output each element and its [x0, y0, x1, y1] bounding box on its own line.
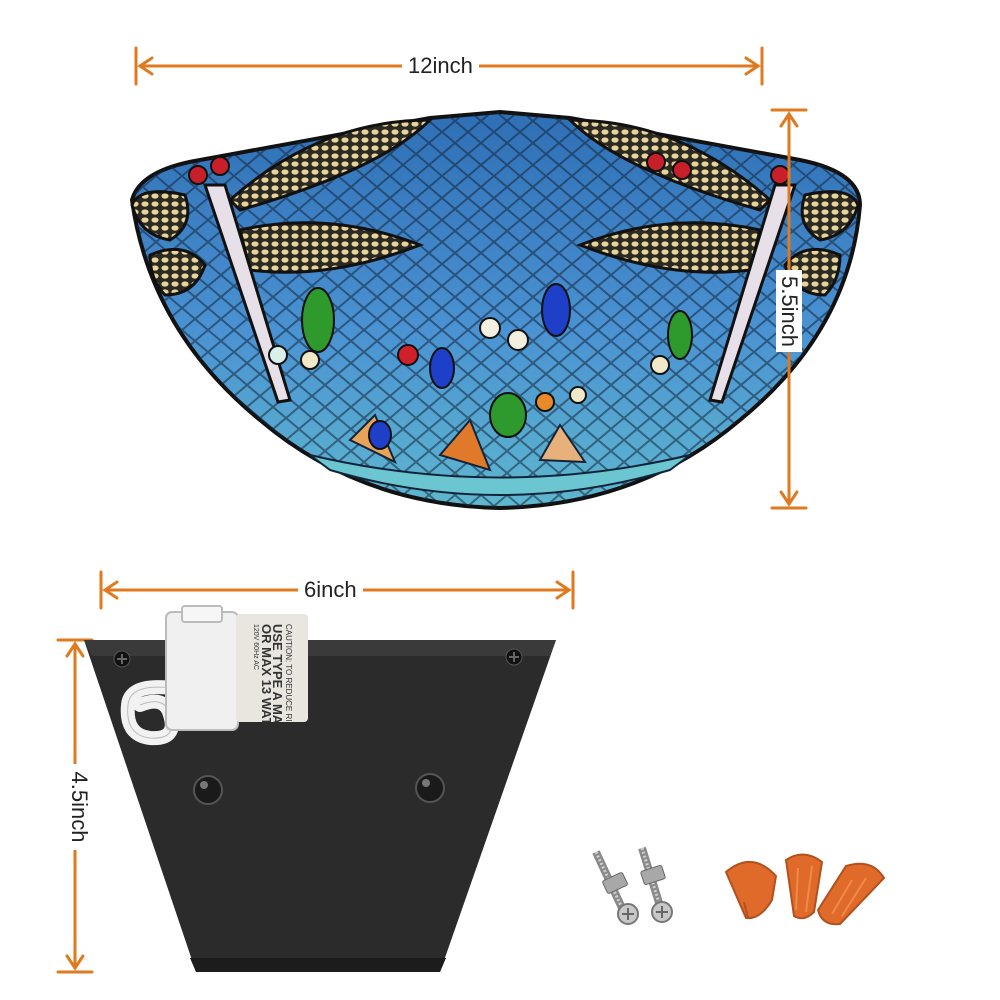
socket-caution-label: CAUTION: TO REDUCE RISK USE TYPE A MAX O…: [236, 614, 308, 722]
lamp-shade-image: [129, 109, 863, 511]
shade-width-label: 12inch: [402, 53, 479, 79]
plate-width-label: 6inch: [298, 577, 363, 603]
screw-icon: [638, 846, 673, 923]
wire-nut-icon: [784, 853, 824, 920]
screw-icon: [592, 850, 639, 925]
wire-nut-icon: [724, 861, 778, 920]
wire-nut-icon: [816, 862, 886, 926]
